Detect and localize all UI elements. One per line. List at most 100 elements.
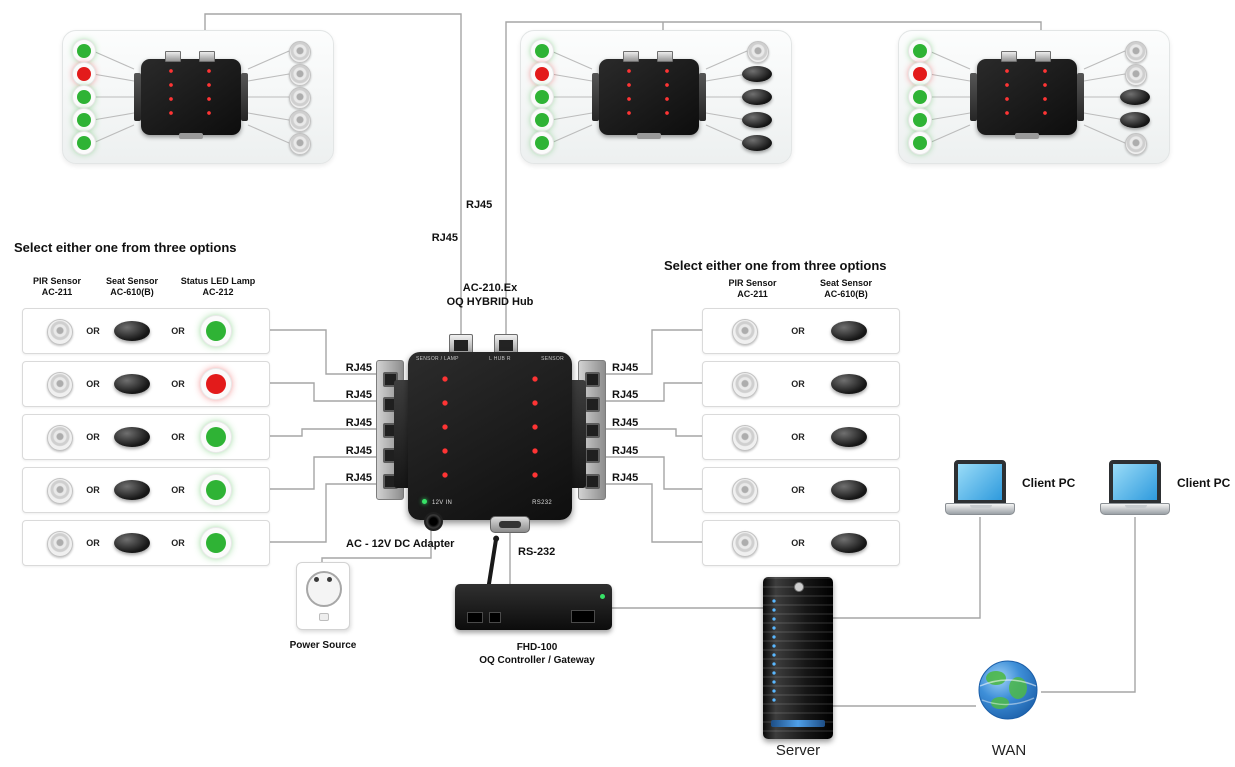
gateway-label-line1: FHD-100 xyxy=(516,642,558,653)
seat-sensor xyxy=(1120,112,1150,128)
column-header-line: AC-211 xyxy=(737,288,768,299)
option-row: OR xyxy=(702,308,900,354)
status-led xyxy=(535,44,549,58)
room-panel-2 xyxy=(520,30,792,164)
status-led xyxy=(913,113,927,127)
seat-sensor xyxy=(742,89,772,105)
right-section-heading: Select either one from three options xyxy=(664,258,887,273)
or-label: OR xyxy=(171,432,185,442)
connector-strip xyxy=(241,73,248,121)
option-row: OR xyxy=(702,520,900,566)
option-row: OR xyxy=(702,467,900,513)
column-header-line: AC-610(B) xyxy=(110,286,154,297)
gateway-port xyxy=(571,610,595,623)
power-source-label: Power Source xyxy=(289,640,357,651)
led-column xyxy=(532,376,538,496)
rj45-label: RJ45 xyxy=(612,417,639,429)
pir-sensor xyxy=(289,110,311,132)
left-section-heading: Select either one from three options xyxy=(14,240,237,255)
room-panel-1 xyxy=(62,30,334,164)
seat-sensor xyxy=(742,135,772,151)
server-power-button xyxy=(794,582,804,592)
pir-sensor xyxy=(47,372,73,398)
column-header-line: PIR Sensor xyxy=(32,276,81,286)
option-row: OR OR xyxy=(22,414,270,460)
pir-sensor xyxy=(747,41,769,63)
or-label: OR xyxy=(86,485,100,495)
seat-sensor xyxy=(831,321,867,341)
connector-strip xyxy=(592,73,599,121)
pir-sensor xyxy=(47,531,73,557)
status-led xyxy=(535,67,549,81)
column-header-lamp: Status LED Lamp AC-212 xyxy=(170,276,266,298)
rj45-jack xyxy=(584,422,600,438)
pir-sensor xyxy=(732,478,758,504)
column-header-line: Status LED Lamp xyxy=(180,276,256,286)
rs232-connector xyxy=(490,516,530,533)
pir-sensor xyxy=(1125,64,1147,86)
rj45-label: RJ45 xyxy=(612,445,639,457)
adapter-label: AC - 12V DC Adapter xyxy=(346,538,455,550)
rj45-label: RJ45 xyxy=(345,389,372,401)
hub-title: AC-210.Ex OQ HYBRID Hub xyxy=(410,282,570,310)
column-header-seat: Seat Sensor AC-610(B) xyxy=(800,278,892,300)
hub-device xyxy=(970,51,1084,139)
column-header-line: AC-610(B) xyxy=(824,288,868,299)
or-label: OR xyxy=(86,326,100,336)
status-led-lamp xyxy=(206,321,226,341)
option-row: OR OR xyxy=(22,308,270,354)
rj45-label: RJ45 xyxy=(345,417,372,429)
serial-port xyxy=(1015,133,1039,139)
seat-sensor xyxy=(831,374,867,394)
wan-globe xyxy=(978,660,1038,720)
status-led xyxy=(535,136,549,150)
hub-port-label: SENSOR xyxy=(541,356,564,362)
hub-power-label: 12V IN xyxy=(432,500,453,506)
wan-label: WAN xyxy=(991,742,1027,759)
connector-strip xyxy=(1077,73,1084,121)
or-label: OR xyxy=(86,538,100,548)
status-led xyxy=(535,90,549,104)
rj45-label: RJ45 xyxy=(345,362,372,374)
option-row: OR xyxy=(702,361,900,407)
column-header-line: AC-212 xyxy=(202,286,234,297)
hub-device xyxy=(592,51,706,139)
dc-power-jack xyxy=(424,512,443,531)
power-led xyxy=(422,499,427,504)
led-column xyxy=(207,69,211,125)
pir-sensor xyxy=(732,531,758,557)
pir-sensor xyxy=(47,319,73,345)
status-led-lamp xyxy=(206,374,226,394)
serial-port xyxy=(179,133,203,139)
gateway-label-line2: OQ Controller / Gateway xyxy=(479,654,595,666)
rj45-jack xyxy=(584,448,600,463)
seat-sensor xyxy=(114,533,150,553)
panel-wiring xyxy=(550,50,748,144)
seat-sensor xyxy=(114,374,150,394)
column-header-pir: PIR Sensor AC-211 xyxy=(17,276,97,298)
serial-port xyxy=(637,133,661,139)
seat-sensor xyxy=(114,427,150,447)
rj45-port xyxy=(1035,51,1051,62)
rj45-label: RJ45 xyxy=(466,199,493,211)
pir-sensor xyxy=(47,478,73,504)
pir-sensor xyxy=(289,133,311,155)
gateway-label: FHD-100 OQ Controller / Gateway xyxy=(452,642,622,667)
seat-sensor xyxy=(742,112,772,128)
connector-strip xyxy=(134,73,141,121)
rj45-jack xyxy=(584,473,600,489)
panel-wiring xyxy=(928,50,1126,144)
pir-sensor xyxy=(289,87,311,109)
column-header-line: AC-211 xyxy=(41,286,73,297)
or-label: OR xyxy=(86,432,100,442)
rj45-port xyxy=(1001,51,1017,62)
status-led xyxy=(77,44,91,58)
laptop-screen xyxy=(954,460,1006,504)
rj45-label: RJ45 xyxy=(612,362,639,374)
or-label: OR xyxy=(791,485,805,495)
status-led xyxy=(913,136,927,150)
server-tower xyxy=(763,577,833,739)
seat-sensor xyxy=(114,321,150,341)
outlet-pin xyxy=(314,577,319,582)
